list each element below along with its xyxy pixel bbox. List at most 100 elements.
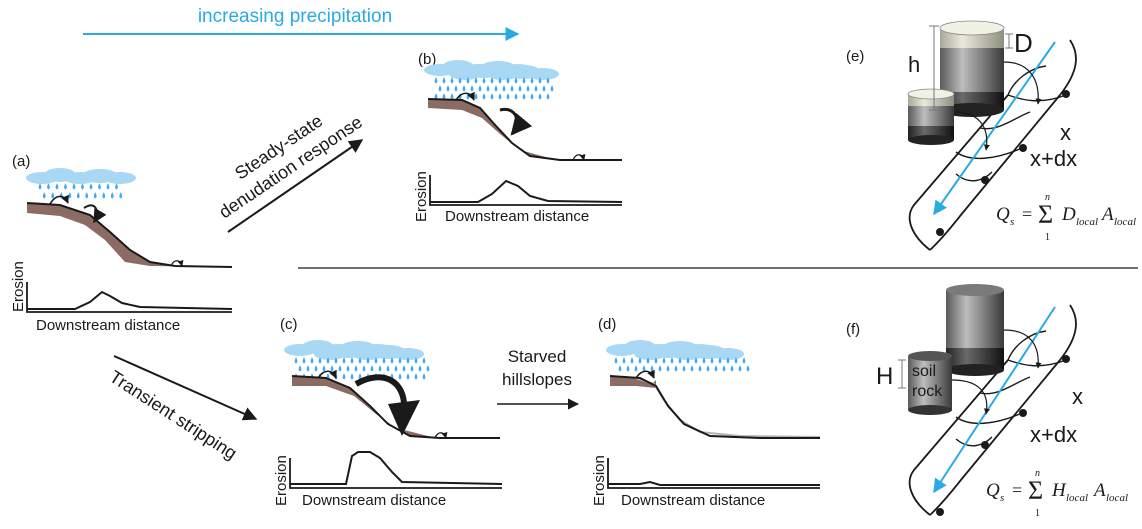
- panel-c-label: (c): [280, 316, 298, 333]
- hillslope-arrow: [49, 194, 69, 205]
- rain-drop: [474, 93, 478, 100]
- rain-drop: [726, 357, 730, 364]
- rain-icon: [38, 183, 123, 199]
- rain-drop: [494, 85, 498, 92]
- equation-term2: A: [1100, 204, 1114, 225]
- transient-label: Transient stripping: [106, 366, 241, 463]
- rain-drop: [646, 357, 650, 364]
- node-dot: [1019, 144, 1027, 152]
- erosion-axes: [429, 175, 622, 206]
- rain-drop: [438, 85, 442, 92]
- rain-drop: [470, 85, 474, 92]
- downstream-axis-label: Downstream distance: [621, 492, 765, 509]
- rain-drop: [422, 373, 426, 380]
- rain-drop: [490, 93, 494, 100]
- rain-drop: [402, 365, 406, 372]
- rain-drop: [338, 365, 342, 372]
- node-dot: [1019, 409, 1027, 417]
- equation-lhs: Q: [996, 204, 1010, 225]
- rain-drop: [550, 85, 554, 92]
- rain-drop: [72, 183, 76, 190]
- rain-drop: [81, 183, 84, 190]
- hillslope-arrow: [635, 369, 655, 379]
- rain-drop: [718, 357, 722, 364]
- rain-drop: [638, 357, 642, 364]
- rain-drop: [326, 357, 330, 364]
- rain-drop: [350, 373, 354, 380]
- rain-drop: [434, 77, 438, 84]
- rain-drop: [450, 77, 454, 84]
- rain-drop: [310, 357, 314, 364]
- rain-drop: [410, 365, 414, 372]
- erosion-axis-label: Erosion: [10, 261, 27, 312]
- rain-drop: [530, 93, 534, 100]
- rain-drop: [510, 85, 514, 92]
- panel-a-label: (a): [12, 153, 30, 170]
- rain-drop: [47, 183, 50, 190]
- rain-drop: [618, 365, 622, 372]
- rain-drop: [350, 357, 354, 364]
- transient-arrow: [113, 355, 258, 421]
- rain-drop: [294, 357, 298, 364]
- rain-drop: [386, 365, 390, 372]
- erosion-axes: [289, 458, 502, 489]
- soil-rock-column: [908, 356, 952, 410]
- rain-drop: [546, 77, 550, 84]
- h-label: h: [908, 52, 920, 77]
- rain-drop: [486, 85, 490, 92]
- hillslope-arrow: [317, 369, 337, 379]
- rain-drop: [690, 365, 694, 372]
- erosion-axes: [607, 458, 820, 489]
- channel-arrow: [434, 431, 448, 439]
- steady-state-arrow: [227, 139, 364, 233]
- equation-equals: =: [1022, 204, 1032, 224]
- panel-f-label: (f): [846, 321, 860, 338]
- panel-f: (f) soil rock H x x+dx Q s =: [846, 284, 1128, 519]
- rain-drop: [446, 85, 450, 92]
- equation-sum-top: n: [1035, 468, 1040, 479]
- channel-arrow: [170, 259, 184, 267]
- rain-drop: [68, 192, 72, 199]
- rain-drop: [514, 93, 518, 100]
- rain-drop: [115, 183, 118, 190]
- rain-drop: [450, 93, 454, 100]
- rain-drop: [406, 357, 410, 364]
- rain-drop: [650, 365, 654, 372]
- rain-drop: [358, 357, 362, 364]
- channel-outline: [929, 39, 1077, 251]
- panel-e-label: (e): [846, 48, 864, 65]
- panel-c: (c) Erosion Downstream distance: [273, 316, 503, 509]
- rain-drop: [378, 365, 382, 372]
- precipitation-label: increasing precipitation: [198, 6, 392, 27]
- rain-drop: [318, 357, 322, 364]
- rain-drop: [734, 357, 738, 364]
- rain-drop: [482, 77, 486, 84]
- rain-drop: [110, 192, 114, 199]
- rain-drop: [93, 192, 97, 199]
- rain-drop: [538, 93, 542, 100]
- panel-a: (a) Erosion Downstream distance: [10, 153, 233, 334]
- rain-drop: [518, 85, 522, 92]
- rain-drop: [346, 365, 350, 372]
- equation-equals: =: [1012, 480, 1022, 500]
- rain-drop: [382, 357, 386, 364]
- erosion-curve: [27, 290, 233, 310]
- hillslope-arrow: [499, 107, 533, 136]
- rain-drop: [64, 183, 67, 190]
- rain-drop: [530, 77, 534, 84]
- x-label: x: [1060, 120, 1071, 145]
- cross-section-xdx: [955, 147, 1023, 160]
- rain-icon: [294, 357, 430, 380]
- cloud-icon: [26, 168, 136, 184]
- rain-drop: [38, 183, 42, 190]
- rain-icon: [434, 77, 554, 100]
- rain-drop: [502, 85, 506, 92]
- cross-section-x: [1007, 94, 1067, 102]
- rain-drop: [51, 192, 55, 199]
- rain-drop: [458, 77, 462, 84]
- rain-drop: [662, 357, 666, 364]
- delivery-arrow: [953, 111, 990, 151]
- rain-drop: [374, 357, 378, 364]
- rain-drop: [698, 365, 702, 372]
